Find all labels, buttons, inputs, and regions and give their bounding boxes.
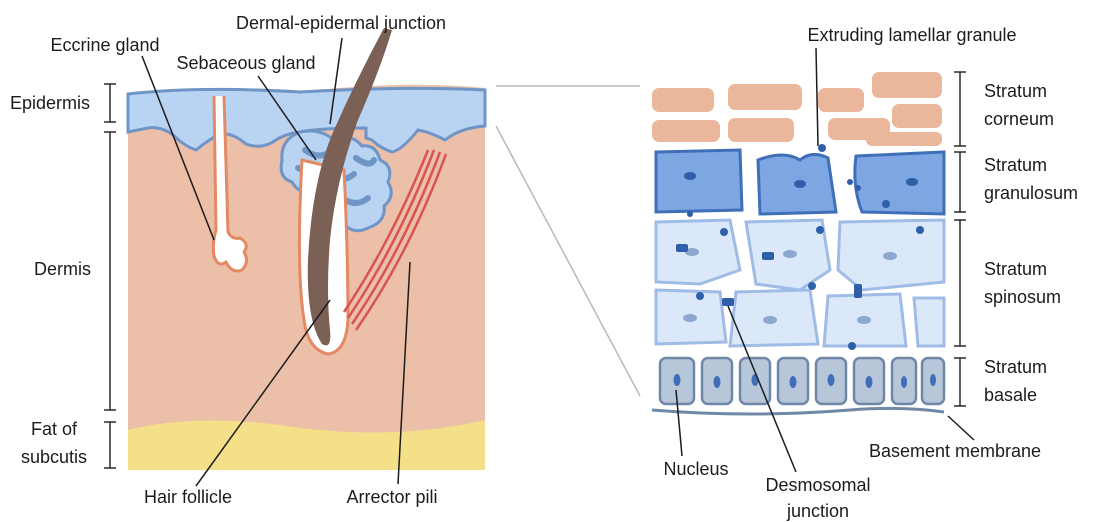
label-stratum-spinosum-1: Stratum bbox=[984, 258, 1047, 280]
label-stratum-granulosum-2: granulosum bbox=[984, 182, 1078, 204]
label-desmosomal-junction-1: Desmosomal bbox=[748, 474, 888, 496]
label-desmosomal-junction-2: junction bbox=[748, 500, 888, 522]
epidermis-detail bbox=[652, 72, 944, 414]
label-stratum-corneum-2: corneum bbox=[984, 108, 1054, 130]
stratum-corneum-cells bbox=[652, 72, 942, 146]
label-fat-of-subcutis-2: subcutis bbox=[10, 446, 98, 468]
left-brackets bbox=[104, 84, 116, 468]
label-basement-membrane: Basement membrane bbox=[840, 440, 1070, 462]
zoom-lines bbox=[496, 86, 640, 396]
basement-membrane-line bbox=[652, 408, 944, 414]
label-stratum-basale-1: Stratum bbox=[984, 356, 1047, 378]
label-eccrine-gland: Eccrine gland bbox=[40, 34, 170, 56]
right-brackets bbox=[954, 72, 966, 406]
label-dermal-epidermal-junction: Dermal-epidermal junction bbox=[210, 12, 472, 34]
label-hair-follicle: Hair follicle bbox=[130, 486, 246, 508]
label-sebaceous-gland: Sebaceous gland bbox=[162, 52, 330, 74]
label-stratum-basale-2: basale bbox=[984, 384, 1037, 406]
label-epidermis: Epidermis bbox=[10, 92, 90, 114]
stratum-spinosum-cells bbox=[656, 220, 944, 346]
label-stratum-granulosum-1: Stratum bbox=[984, 154, 1047, 176]
label-arrector-pili: Arrector pili bbox=[330, 486, 454, 508]
label-extruding-lamellar-granule: Extruding lamellar granule bbox=[772, 24, 1052, 46]
label-nucleus: Nucleus bbox=[640, 458, 752, 480]
label-stratum-spinosum-2: spinosum bbox=[984, 286, 1061, 308]
label-stratum-corneum-1: Stratum bbox=[984, 80, 1047, 102]
label-fat-of-subcutis-1: Fat of bbox=[10, 418, 98, 440]
label-dermis: Dermis bbox=[34, 258, 91, 280]
skin-section bbox=[128, 28, 485, 470]
